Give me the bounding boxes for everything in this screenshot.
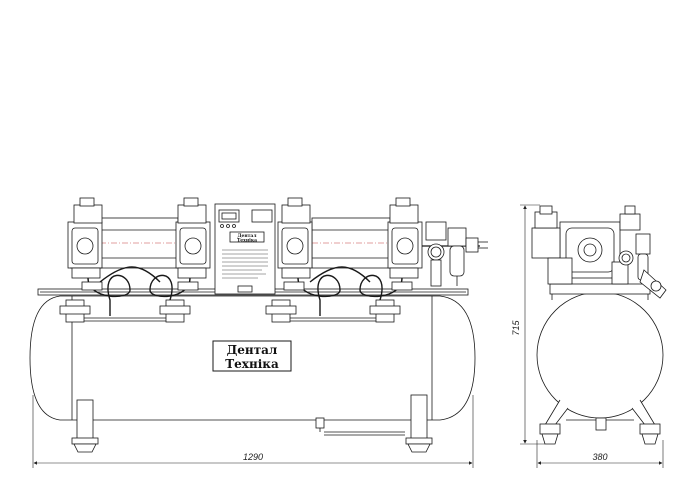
side-tank: [536, 291, 664, 419]
brand-line-2: Техніка: [225, 357, 279, 371]
air-filter-regulator: [422, 221, 488, 287]
dimension-height: [520, 204, 545, 445]
drain-valve: [315, 417, 405, 436]
control-panel: [214, 203, 276, 295]
panel-brand: Дентал Техніка: [237, 233, 257, 244]
brand-line-1: Дентал: [227, 343, 278, 357]
side-compressor: [531, 205, 641, 285]
dimension-front-width: [32, 395, 474, 468]
side-filter: [618, 233, 667, 299]
compressor-left: [59, 197, 211, 323]
compressor-right: [265, 197, 423, 323]
front-view: [29, 197, 488, 453]
side-view: [531, 205, 667, 445]
side-legs: [539, 399, 661, 445]
tank-foot-right: [405, 394, 433, 453]
dim-front-width-text: 1290: [243, 452, 263, 462]
dim-side-width-text: 380: [592, 452, 607, 462]
dim-height-text: 715: [511, 320, 521, 336]
panel-brand-line-2: Техніка: [237, 238, 257, 244]
brand-label: Дентал Техніка: [212, 340, 292, 372]
tank-foot-left: [71, 399, 99, 453]
dimension-side-width: [536, 440, 664, 468]
panel-brand-line-1: Дентал: [237, 233, 257, 239]
